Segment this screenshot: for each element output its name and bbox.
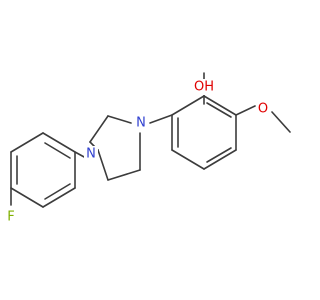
- bond: [107, 115, 132, 124]
- bond: [10, 187, 44, 208]
- atom-label-n2: N: [86, 147, 96, 162]
- bond: [206, 147, 232, 163]
- bond: [206, 102, 232, 118]
- bond: [97, 149, 109, 181]
- atom-label-f: F: [7, 210, 14, 225]
- bond: [203, 149, 237, 170]
- bond: [107, 169, 141, 181]
- bond: [44, 183, 71, 200]
- piperazine-ring: [89, 115, 141, 181]
- bond: [149, 114, 173, 124]
- molecule-structure: N N F OH O: [7, 72, 291, 225]
- bond: [235, 105, 256, 116]
- structure-canvas: N N F OH O: [7, 72, 291, 225]
- bond: [203, 95, 237, 116]
- bond: [171, 149, 205, 170]
- bond: [42, 187, 76, 208]
- bond: [171, 95, 205, 116]
- atom-label-o: O: [258, 102, 268, 117]
- bond: [44, 142, 71, 159]
- fluorophenyl-ring: [10, 132, 76, 208]
- bond: [42, 132, 76, 153]
- bond: [271, 111, 291, 133]
- bond: [89, 115, 109, 143]
- atom-label-oh: OH: [194, 80, 214, 95]
- atom-label-n1: N: [136, 116, 146, 131]
- bond: [10, 132, 44, 153]
- phenol-ring: [171, 95, 237, 170]
